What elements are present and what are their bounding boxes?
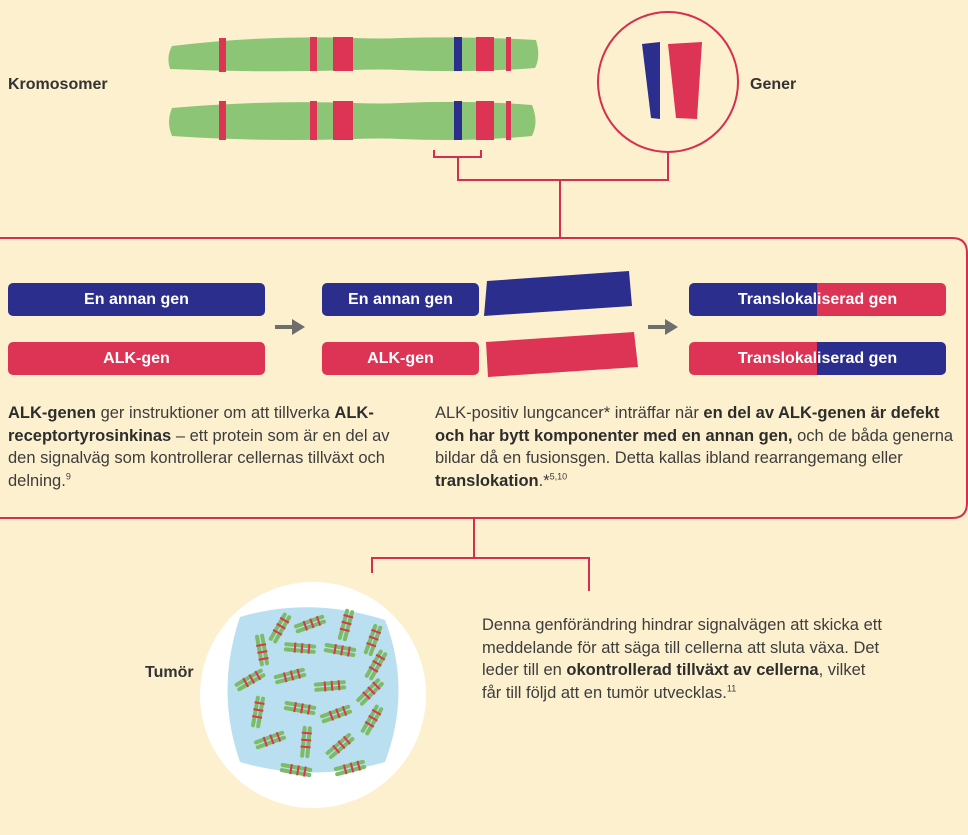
- genes-zoom-circle: [597, 11, 739, 153]
- connector-bottom: [371, 518, 590, 591]
- chromosome-top: [168, 37, 539, 72]
- blue-gene-segment: [642, 42, 660, 119]
- translocated-gene-bar-top: Translokaliserad gen: [689, 283, 946, 316]
- translocated-gene-bar-bottom: Translokaliserad gen: [689, 342, 946, 375]
- chromosome-bottom: [169, 101, 536, 140]
- arrow-icon: [648, 319, 678, 335]
- genes-label: Gener: [750, 76, 797, 93]
- tumor-cell: [227, 607, 399, 773]
- arrow-icon: [275, 319, 305, 335]
- connector-top: [433, 150, 669, 238]
- alk-gene-bar-split: ALK-gen: [322, 342, 479, 375]
- alk-gene-description: ALK-genen ger instruktioner om att tillv…: [8, 404, 390, 490]
- tumor-description: Denna genförändring hindrar signalvägen …: [482, 616, 882, 702]
- other-gene-bar-split: En annan gen: [322, 283, 479, 316]
- tumor-label: Tumör: [145, 664, 194, 681]
- red-gene-segment: [668, 42, 702, 119]
- alk-gene-bar: ALK-gen: [8, 342, 265, 375]
- blue-gene-fragment: [484, 271, 632, 316]
- other-gene-bar: En annan gen: [8, 283, 265, 316]
- chromosomes-label: Kromosomer: [8, 76, 108, 93]
- tumor-chromosomes: [234, 608, 388, 777]
- translocation-description: ALK-positiv lungcancer* inträffar när en…: [435, 404, 954, 490]
- red-gene-fragment: [486, 332, 638, 377]
- process-panel-frame: [0, 237, 968, 519]
